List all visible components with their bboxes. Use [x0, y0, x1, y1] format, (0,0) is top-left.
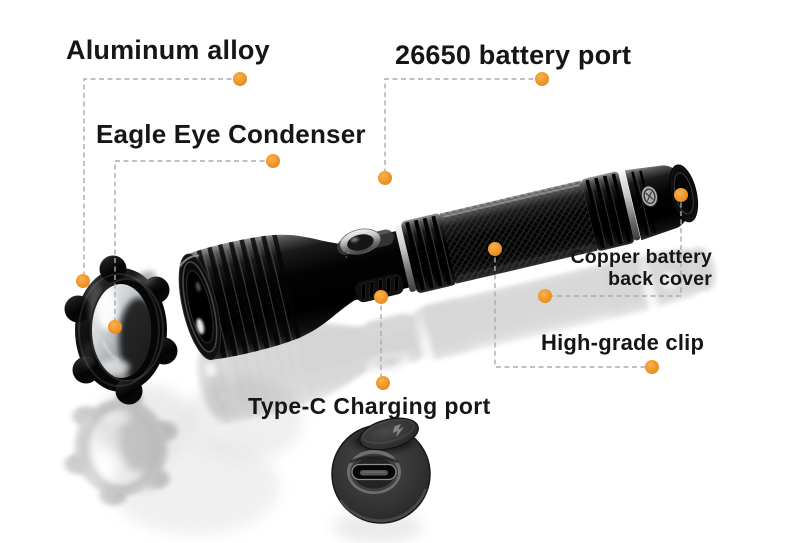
callout-dot-clip-part: [488, 242, 502, 256]
label-aluminum-alloy: Aluminum alloy: [66, 35, 270, 65]
callout-dot-aluminum-label: [233, 72, 247, 86]
port-rubber-flap: [359, 417, 419, 451]
callout-dot-eagle-label: [266, 154, 280, 168]
callout-dot-copper-part: [674, 188, 688, 202]
label-copper-back-cover-line2: back cover: [608, 268, 712, 290]
charging-port-closeup: [331, 417, 431, 524]
callout-dot-battery-label: [535, 72, 549, 86]
leader-line-eagle-eye: [114, 160, 273, 327]
lightning-bolt-icon: [392, 423, 404, 438]
callout-dot-clip-label: [645, 360, 659, 374]
callout-dot-battery-part: [378, 171, 392, 185]
label-eagle-eye-condenser: Eagle Eye Condenser: [96, 119, 366, 149]
callout-dot-aluminum-part: [76, 274, 90, 288]
leader-line-battery-port: [384, 78, 542, 178]
label-high-grade-clip: High-grade clip: [541, 330, 705, 355]
leader-line-high-grade-clip: [494, 249, 652, 368]
leader-line-aluminum-alloy: [83, 78, 240, 281]
ground-reflections: [65, 223, 724, 543]
label-type-c-port: Type-C Charging port: [248, 393, 491, 419]
label-battery-port: 26650 battery port: [395, 40, 632, 70]
label-copper-back-cover: Copper battery back cover: [432, 246, 712, 290]
callout-dot-copper-label: [538, 289, 552, 303]
label-copper-back-cover-line1: Copper battery: [570, 246, 712, 268]
callout-dot-typec-part: [374, 290, 388, 304]
callout-dot-eagle-part: [108, 320, 122, 334]
callout-dot-typec-label: [376, 376, 390, 390]
leader-line-copper-back-cover: [545, 194, 682, 297]
usb-c-socket: [351, 463, 397, 481]
